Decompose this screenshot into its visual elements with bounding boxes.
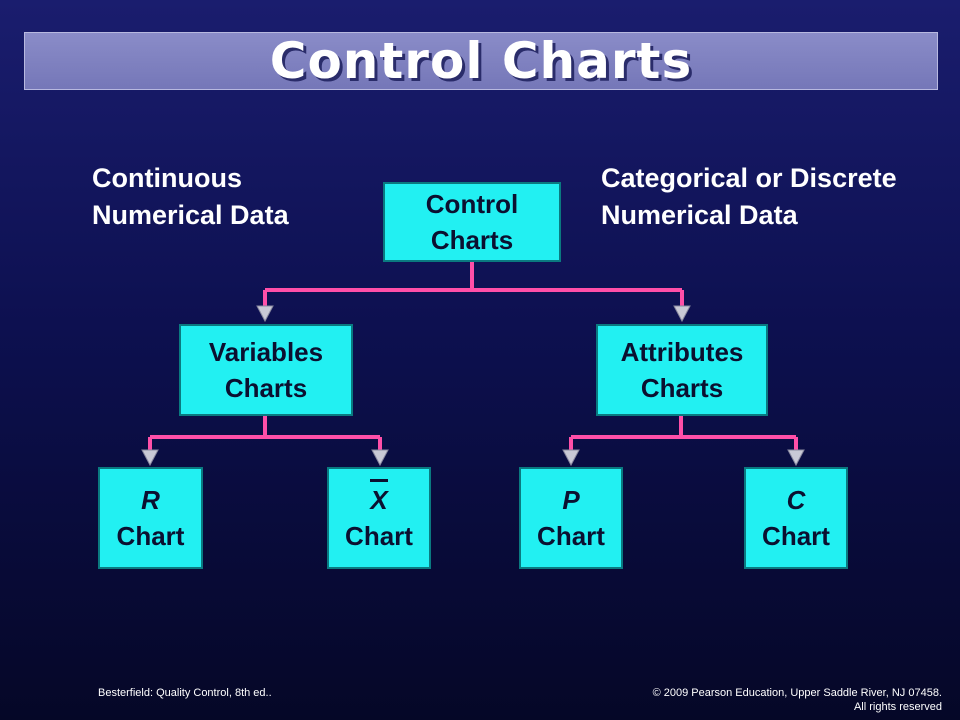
- arrowhead-c-chart: [787, 449, 805, 467]
- r-chart-label: Chart: [116, 521, 185, 551]
- right-label-line-2: Numerical Data: [601, 200, 798, 230]
- r-chart-node: R Chart: [98, 467, 203, 569]
- attributes-charts-line-1: Attributes: [620, 337, 744, 367]
- footer-right: © 2009 Pearson Education, Upper Saddle R…: [653, 686, 942, 714]
- arrowhead-p-chart: [562, 449, 580, 467]
- footer-copyright: © 2009 Pearson Education, Upper Saddle R…: [652, 687, 942, 699]
- control-charts-line-1: Control: [425, 189, 519, 219]
- c-chart-node: C Chart: [744, 467, 848, 569]
- left-label-line-1: Continuous: [92, 163, 242, 193]
- c-chart-label: Chart: [762, 521, 830, 551]
- arrowhead-x-chart: [371, 449, 389, 467]
- x-bar-chart-label: Chart: [345, 521, 413, 551]
- control-charts-node: Control Charts: [383, 182, 561, 262]
- right-label-line-1: Categorical or Discrete: [601, 163, 897, 193]
- attributes-charts-node: Attributes Charts: [596, 324, 768, 416]
- arrowhead-r-chart: [141, 449, 159, 467]
- arrowhead-variables: [256, 305, 274, 323]
- footer-left: Besterfield: Quality Control, 8th ed..: [98, 686, 272, 700]
- title-bar: Control Charts: [24, 32, 938, 90]
- p-chart-label: Chart: [537, 521, 605, 551]
- left-label-line-2: Numerical Data: [92, 200, 289, 230]
- variables-charts-node: Variables Charts: [179, 324, 353, 416]
- r-chart-symbol: R: [141, 485, 160, 515]
- footer-rights: All rights reserved: [853, 701, 942, 713]
- variables-charts-line-2: Charts: [224, 373, 308, 403]
- p-chart-symbol: P: [562, 485, 580, 515]
- x-bar-chart-symbol: X: [370, 482, 387, 518]
- p-chart-node: P Chart: [519, 467, 623, 569]
- right-category-label: Categorical or Discrete Numerical Data: [601, 160, 897, 234]
- slide-title: Control Charts: [269, 32, 693, 90]
- control-charts-line-2: Charts: [430, 225, 514, 255]
- x-bar-chart-node: X Chart: [327, 467, 431, 569]
- left-category-label: Continuous Numerical Data: [92, 160, 289, 234]
- c-chart-symbol: C: [786, 485, 806, 515]
- arrowhead-attributes: [673, 305, 691, 323]
- footer-citation: Besterfield: Quality Control, 8th ed..: [98, 687, 272, 699]
- variables-charts-line-1: Variables: [208, 337, 324, 367]
- attributes-charts-line-2: Charts: [640, 373, 724, 403]
